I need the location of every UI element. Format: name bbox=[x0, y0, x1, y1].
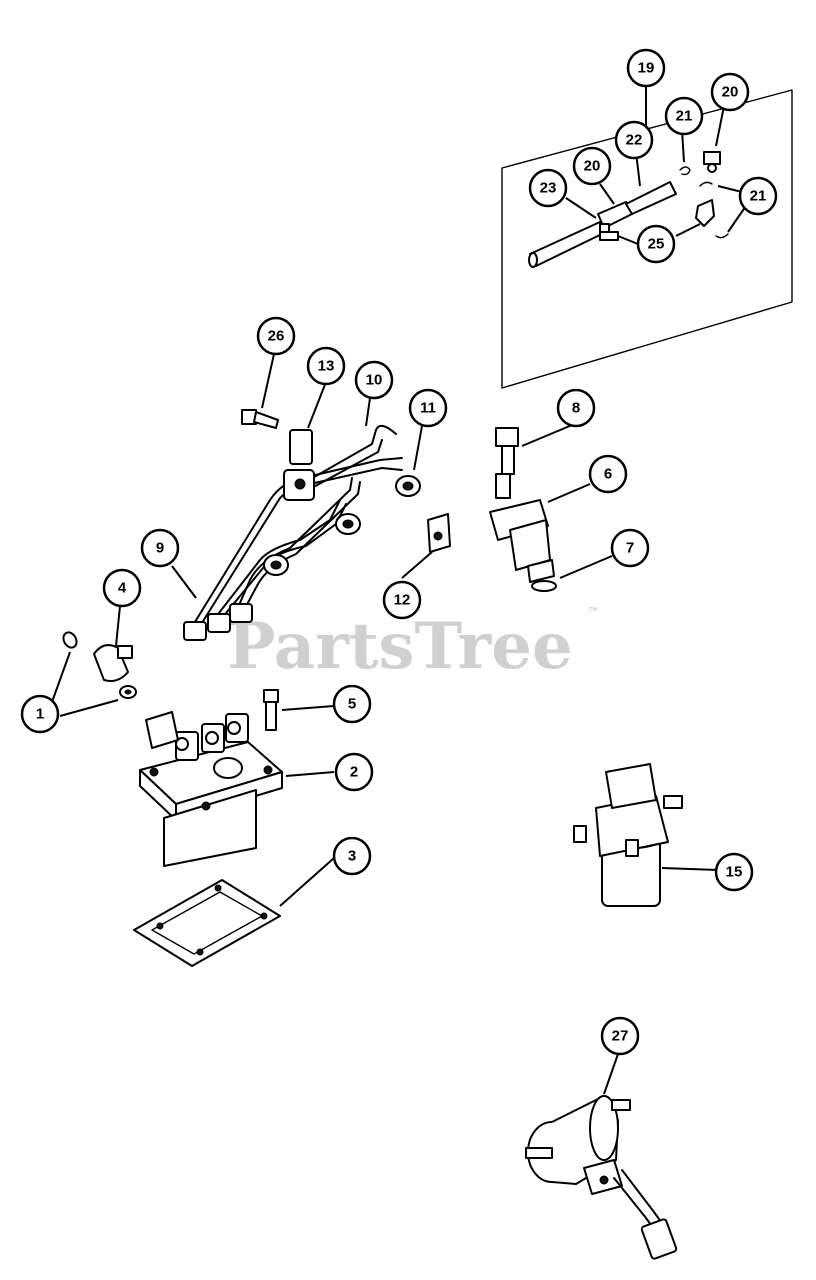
electric-fuel-pump-part-27[interactable] bbox=[525, 1095, 678, 1260]
callout-label: 9 bbox=[156, 540, 164, 557]
callout-11[interactable]: 11 bbox=[408, 388, 448, 428]
callout-1[interactable]: 1 bbox=[20, 694, 60, 734]
callout-label: 11 bbox=[420, 400, 436, 417]
callout-label: 10 bbox=[366, 372, 383, 389]
injector-part-6[interactable] bbox=[489, 473, 555, 583]
callout-label: 8 bbox=[572, 400, 580, 417]
callout-label: 6 bbox=[604, 466, 612, 483]
callout-19[interactable]: 19 bbox=[626, 48, 666, 88]
clamp-part-12[interactable] bbox=[427, 513, 451, 553]
callout-21-top[interactable]: 21 bbox=[664, 96, 704, 136]
gasket-part-3[interactable] bbox=[133, 879, 281, 967]
callout-15[interactable]: 15 bbox=[714, 852, 754, 892]
callout-21-bottom[interactable]: 21 bbox=[738, 176, 778, 216]
callout-9[interactable]: 9 bbox=[140, 528, 180, 568]
callout-label: 5 bbox=[348, 696, 356, 713]
callout-label: 20 bbox=[584, 158, 601, 175]
watermark: PartsTree ™ bbox=[227, 606, 598, 684]
callout-label: 7 bbox=[626, 540, 634, 557]
callout-label: 13 bbox=[318, 358, 335, 375]
callout-7[interactable]: 7 bbox=[610, 528, 650, 568]
callout-label: 21 bbox=[676, 108, 693, 125]
callout-25[interactable]: 25 bbox=[636, 224, 676, 264]
fitting-part-20-right[interactable] bbox=[703, 151, 721, 173]
callout-4[interactable]: 4 bbox=[102, 568, 142, 608]
callout-label: 19 bbox=[638, 60, 655, 77]
watermark-text: PartsTree bbox=[227, 609, 572, 684]
callout-label: 21 bbox=[750, 188, 767, 205]
bolt-part-26[interactable] bbox=[241, 409, 279, 429]
callout-3[interactable]: 3 bbox=[332, 836, 372, 876]
callout-label: 12 bbox=[394, 592, 411, 609]
washer-part-1[interactable] bbox=[61, 630, 137, 699]
inset-panel bbox=[501, 82, 793, 389]
callout-13[interactable]: 13 bbox=[306, 346, 346, 386]
callout-22[interactable]: 22 bbox=[614, 120, 654, 160]
clamp-part-21[interactable] bbox=[679, 166, 729, 239]
callout-label: 25 bbox=[648, 236, 665, 253]
callout-26[interactable]: 26 bbox=[256, 316, 296, 356]
hose-part-22[interactable] bbox=[625, 181, 677, 215]
callout-2[interactable]: 2 bbox=[334, 752, 374, 792]
callout-label: 27 bbox=[612, 1028, 629, 1045]
callout-5[interactable]: 5 bbox=[332, 684, 372, 724]
callout-20-right[interactable]: 20 bbox=[710, 72, 750, 112]
injection-pump-part-2[interactable] bbox=[139, 711, 283, 867]
bolt-part-5[interactable] bbox=[263, 689, 279, 731]
callout-10[interactable]: 10 bbox=[354, 360, 394, 400]
leader-lines bbox=[51, 353, 719, 1095]
callout-label: 15 bbox=[726, 864, 743, 881]
hose-part-23[interactable] bbox=[528, 221, 607, 268]
callout-label: 4 bbox=[118, 580, 127, 597]
callout-label: 20 bbox=[722, 84, 739, 101]
washer-part-7[interactable] bbox=[531, 580, 557, 592]
callout-label: 22 bbox=[626, 132, 643, 149]
pipe-clamp-part-13[interactable] bbox=[283, 429, 315, 501]
fuel-pump-part-15[interactable] bbox=[573, 763, 683, 907]
callout-6[interactable]: 6 bbox=[588, 454, 628, 494]
elbow-hose-part-25[interactable] bbox=[599, 199, 715, 241]
plug-part-4[interactable] bbox=[93, 644, 133, 682]
callout-label: 2 bbox=[350, 764, 358, 781]
callout-23[interactable]: 23 bbox=[528, 168, 568, 208]
callout-label: 3 bbox=[348, 848, 356, 865]
callout-label: 1 bbox=[36, 706, 44, 723]
callout-label: 23 bbox=[540, 180, 557, 197]
callout-label: 26 bbox=[268, 328, 285, 345]
callout-27[interactable]: 27 bbox=[600, 1016, 640, 1056]
callout-20-left[interactable]: 20 bbox=[572, 146, 612, 186]
watermark-trademark: ™ bbox=[588, 606, 598, 617]
callout-12[interactable]: 12 bbox=[382, 580, 422, 620]
callout-8[interactable]: 8 bbox=[556, 388, 596, 428]
bolt-part-8[interactable] bbox=[495, 427, 519, 475]
